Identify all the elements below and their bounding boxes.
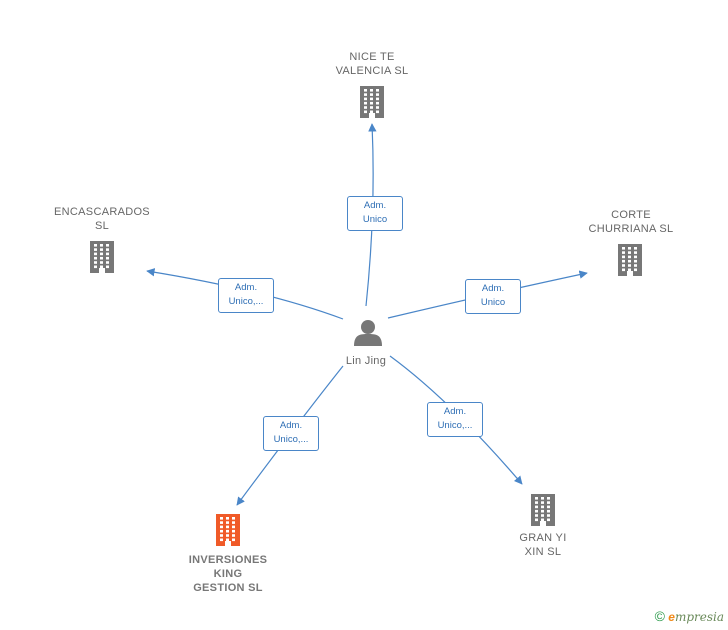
building-icon-nice[interactable] [360, 86, 384, 118]
building-icon-corte[interactable] [618, 244, 642, 276]
copyright-symbol: © [654, 608, 665, 624]
center-person-label[interactable]: Lin Jing [345, 355, 387, 367]
relation-label-granyi[interactable]: Adm. Unico,... [427, 402, 483, 437]
relation-label-inversiones[interactable]: Adm. Unico,... [263, 416, 319, 451]
person-icon[interactable] [354, 320, 382, 346]
relation-label-corte[interactable]: Adm. Unico [465, 279, 521, 314]
company-label-nice[interactable]: NICE TE VALENCIA SL [335, 51, 409, 77]
relation-label-encascarados[interactable]: Adm. Unico,... [218, 278, 274, 313]
company-label-inversiones[interactable]: INVERSIONES KING GESTION SL [188, 554, 268, 594]
brand-initial: e [668, 610, 675, 624]
building-icon-inversiones[interactable] [216, 514, 240, 546]
company-label-encascarados[interactable]: ENCASCARADOS SL [54, 206, 150, 232]
company-label-granyi[interactable]: GRAN YI XIN SL [519, 532, 567, 558]
building-icon-encascarados[interactable] [90, 241, 114, 273]
footer-brand: © empresia [655, 608, 724, 624]
brand-name: mpresia [674, 610, 724, 624]
building-icon-granyi[interactable] [531, 494, 555, 526]
company-label-corte[interactable]: CORTE CHURRIANA SL [588, 209, 674, 235]
relation-label-nice[interactable]: Adm. Unico [347, 196, 403, 231]
